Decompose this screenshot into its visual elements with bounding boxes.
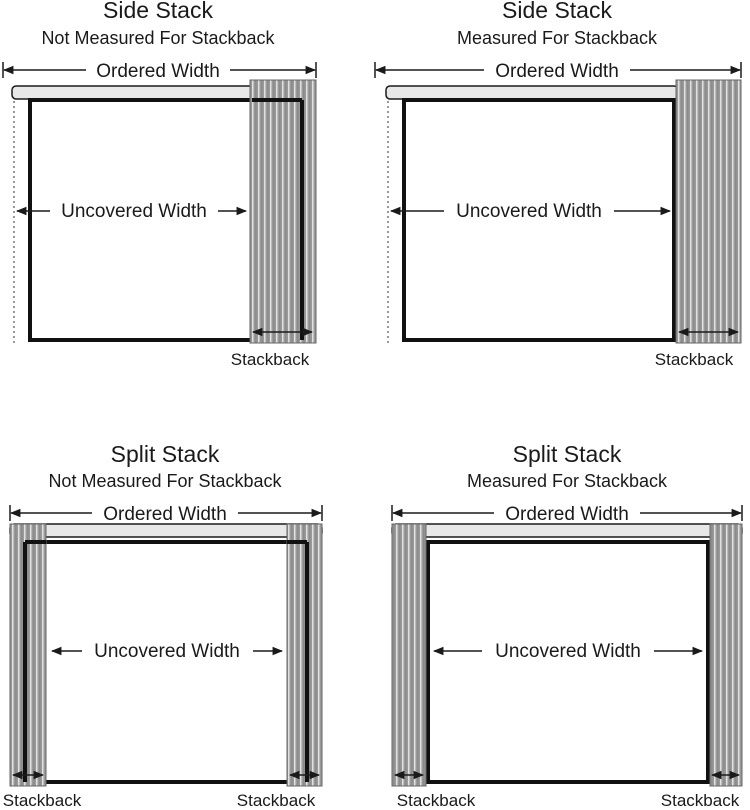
uncovered-width-label: Uncovered Width [456, 201, 602, 222]
panel-subtitle: Measured For Stackback [467, 471, 668, 491]
stackback-dimension-left: Stackback [393, 770, 476, 810]
panel-title: Side Stack [502, 0, 612, 23]
stacked-drapery-left [391, 523, 427, 787]
stackback-dimension-right: Stackback [661, 770, 741, 810]
stackback-dimension: Stackback [655, 327, 740, 369]
ordered-width-label: Ordered Width [103, 504, 227, 525]
ordered-width-dimension: Ordered Width [9, 504, 323, 525]
uncovered-width-dimension: Uncovered Width [432, 641, 704, 662]
stackback-label-right: Stackback [661, 791, 740, 810]
stacked-drapery [675, 79, 742, 344]
stacked-drapery-left [9, 523, 47, 787]
ordered-width-dimension: Ordered Width [2, 61, 317, 82]
uncovered-width-dimension: Uncovered Width [15, 201, 248, 222]
ordered-width-label: Ordered Width [505, 504, 629, 525]
stackback-label: Stackback [655, 350, 734, 369]
panel-subtitle: Measured For Stackback [457, 28, 658, 48]
stacked-drapery [249, 79, 317, 344]
window-frame [402, 98, 676, 342]
uncovered-width-label: Uncovered Width [94, 641, 240, 662]
curtain-rod [9, 523, 323, 538]
panel-side-stack-measured: Side Stack Measured For Stackback Ordere… [374, 0, 742, 369]
panel-title: Split Stack [111, 441, 220, 467]
ordered-width-label: Ordered Width [495, 61, 619, 82]
stackback-label-left: Stackback [3, 791, 82, 810]
stackback-dimension-left: Stackback [3, 770, 82, 810]
stackback-dimension: Stackback [231, 327, 314, 369]
window-frame [426, 540, 710, 784]
ordered-width-dimension: Ordered Width [374, 61, 742, 82]
panel-title: Split Stack [513, 441, 622, 467]
stackback-label-right: Stackback [237, 791, 316, 810]
uncovered-width-dimension: Uncovered Width [50, 641, 284, 662]
ordered-width-label: Ordered Width [96, 61, 220, 82]
uncovered-width-label: Uncovered Width [495, 641, 641, 662]
panel-side-stack-not-measured: Side Stack Not Measured For Stackback Or… [2, 0, 317, 369]
curtain-rod [385, 85, 679, 100]
panel-split-stack-measured: Split Stack Measured For Stackback Order… [391, 441, 743, 810]
panel-subtitle: Not Measured For Stackback [41, 28, 275, 48]
stacked-drapery-right [709, 523, 743, 787]
panel-subtitle: Not Measured For Stackback [48, 471, 282, 491]
curtain-rod [11, 85, 259, 100]
curtain-rod [391, 523, 743, 538]
uncovered-width-label: Uncovered Width [61, 201, 207, 222]
uncovered-width-dimension: Uncovered Width [389, 201, 672, 222]
stackback-label: Stackback [231, 350, 310, 369]
panel-split-stack-not-measured: Split Stack Not Measured For Stackback O… [3, 441, 323, 810]
ordered-width-dimension: Ordered Width [391, 504, 743, 525]
panel-title: Side Stack [103, 0, 213, 23]
stackback-dimension-right: Stackback [237, 770, 321, 810]
stacked-drapery-right [286, 523, 323, 787]
window-frame [23, 540, 309, 784]
stackback-label-left: Stackback [397, 791, 476, 810]
